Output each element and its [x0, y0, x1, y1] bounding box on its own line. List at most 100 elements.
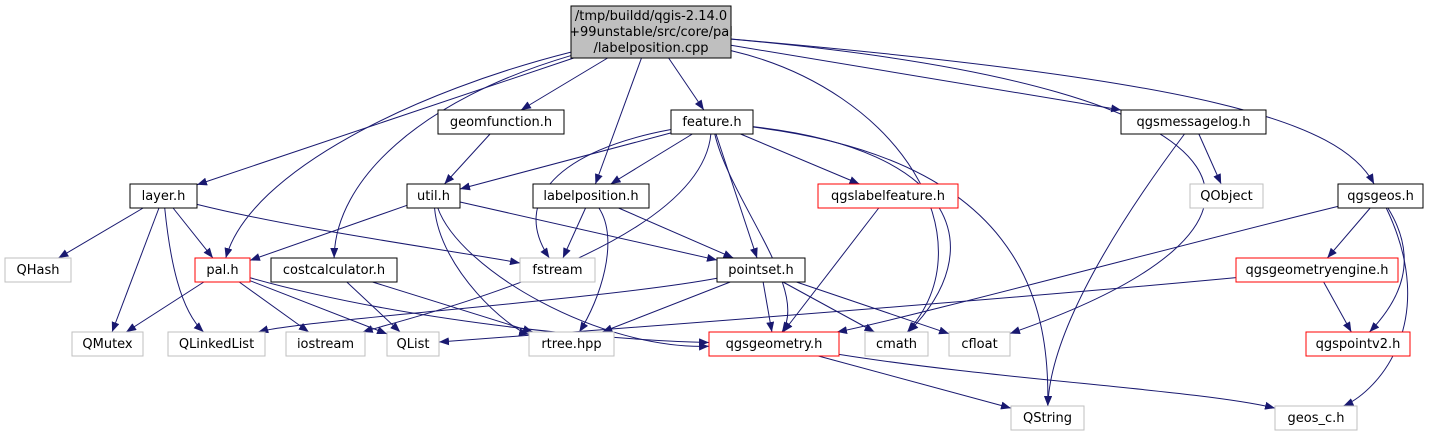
node-box-QLinkedList: [167, 331, 266, 357]
node-box-qgsgeometry_h: [708, 331, 840, 357]
node-box-labelposition_h: [532, 183, 650, 209]
edge-labelposition_cpp-to-feature_h: [668, 57, 705, 111]
node-label-QMutex: QMutex: [82, 337, 133, 352]
edge-labelposition_cpp-to-cfloat: [730, 38, 1206, 334]
edge-pal_h-to-qgsgeometry_h: [249, 277, 710, 347]
node-box-QList: [386, 331, 440, 357]
edge-qgsgeos_h-to-qgsgeometryengine_h: [1326, 207, 1371, 259]
edge-feature_h-to-labelposition_h: [610, 133, 693, 185]
edge-qgsgeometry_h-to-QString: [818, 355, 1012, 410]
node-QLinkedList[interactable]: QLinkedList: [167, 331, 266, 357]
edge-feature_h-to-qgsgeometry_h: [714, 133, 791, 333]
edge-labelposition_cpp-to-geomfunction_h: [520, 57, 608, 111]
node-util_h[interactable]: util.h: [406, 183, 461, 209]
node-QHash[interactable]: QHash: [4, 257, 72, 283]
node-qgsmessagelog_h[interactable]: qgsmessagelog.h: [1120, 109, 1267, 135]
node-box-qgspointv2_h: [1305, 331, 1411, 357]
node-label-pal_h: pal.h: [206, 263, 238, 278]
edge-labelposition_cpp-to-labelposition_h: [594, 57, 642, 185]
nodes-layer: /tmp/buildd/qgis-2.14.0+99unstable/src/c…: [4, 5, 1424, 431]
node-layer_h[interactable]: layer.h: [129, 183, 198, 209]
edge-qgsgeometryengine_h-to-qgspointv2_h: [1323, 281, 1352, 333]
node-box-QString: [1010, 405, 1085, 431]
node-box-fstream: [519, 257, 596, 283]
node-box-rtree_hpp: [528, 331, 615, 357]
node-labelposition_h[interactable]: labelposition.h: [532, 183, 650, 209]
node-rtree_hpp[interactable]: rtree.hpp: [528, 331, 615, 357]
node-QList[interactable]: QList: [386, 331, 440, 357]
edge-labelposition_cpp-to-layer_h: [196, 57, 574, 186]
node-box-costcalculator_h: [270, 257, 398, 283]
node-box-util_h: [406, 183, 461, 209]
node-label-qgslabelfeature_h: qgslabelfeature.h: [831, 189, 945, 204]
node-box-qgsgeometryengine_h: [1235, 257, 1399, 283]
node-label-cmath: cmath: [876, 337, 917, 352]
edge-labelposition_cpp-to-qgsgeos_h: [730, 38, 1375, 185]
node-geomfunction_h[interactable]: geomfunction.h: [437, 109, 565, 135]
node-label-QLinkedList: QLinkedList: [179, 337, 254, 352]
node-box-geomfunction_h: [437, 109, 565, 135]
node-box-qgsmessagelog_h: [1120, 109, 1267, 135]
edge-qgsgeometry_h-to-geos_c_h: [838, 353, 1276, 410]
node-cfloat[interactable]: cfloat: [948, 331, 1011, 357]
edges-layer: [58, 38, 1409, 410]
edge-layer_h-to-fstream: [196, 203, 521, 266]
edge-layer_h-to-pal_h: [172, 207, 214, 259]
node-qgsgeos_h[interactable]: qgsgeos.h: [1337, 183, 1424, 209]
edge-labelposition_h-to-rtree_hpp: [578, 207, 609, 333]
node-label-labelposition_h: labelposition.h: [543, 189, 638, 204]
node-label-geomfunction_h: geomfunction.h: [450, 115, 552, 130]
edge-pointset_h-to-QLinkedList: [258, 277, 718, 334]
edge-pointset_h-to-cfloat: [796, 281, 950, 335]
node-label-QHash: QHash: [17, 263, 60, 278]
node-costcalculator_h[interactable]: costcalculator.h: [270, 257, 398, 283]
edge-pal_h-to-QMutex: [125, 281, 205, 333]
node-labelposition_cpp[interactable]: /tmp/buildd/qgis-2.14.0+99unstable/src/c…: [569, 5, 733, 59]
edge-labelposition_h-to-pointset_h: [618, 207, 734, 259]
node-label-labelposition_cpp: +99unstable/src/core/pal: [569, 25, 733, 40]
node-box-layer_h: [129, 183, 198, 209]
node-feature_h[interactable]: feature.h: [670, 109, 754, 135]
node-qgslabelfeature_h[interactable]: qgslabelfeature.h: [817, 183, 959, 209]
edge-pointset_h-to-rtree_hpp: [602, 281, 731, 333]
node-label-qgsgeometryengine_h: qgsgeometryengine.h: [1246, 263, 1389, 278]
edge-feature_h-to-util_h: [459, 132, 672, 191]
node-iostream[interactable]: iostream: [285, 331, 366, 357]
node-geos_c_h[interactable]: geos_c.h: [1274, 405, 1358, 431]
node-QMutex[interactable]: QMutex: [71, 331, 144, 357]
node-box-QObject: [1189, 183, 1264, 209]
node-label-qgspointv2_h: qgspointv2.h: [1316, 337, 1401, 352]
node-cmath[interactable]: cmath: [864, 331, 929, 357]
node-qgspointv2_h[interactable]: qgspointv2.h: [1305, 331, 1411, 357]
node-QObject[interactable]: QObject: [1189, 183, 1264, 209]
edge-util_h-to-pointset_h: [459, 201, 718, 262]
edge-qgsgeometryengine_h-to-QList: [438, 277, 1237, 346]
edge-qgslabelfeature_h-to-qgsgeometry_h: [782, 207, 880, 333]
node-qgsgeometryengine_h[interactable]: qgsgeometryengine.h: [1235, 257, 1399, 283]
edge-labelposition_cpp-to-qgsmessagelog_h: [730, 44, 1122, 113]
edge-qgsmessagelog_h-to-QString: [1044, 133, 1185, 407]
node-QString[interactable]: QString: [1010, 405, 1085, 431]
edge-layer_h-to-QMutex: [111, 207, 160, 333]
node-box-pointset_h: [716, 257, 806, 283]
node-qgsgeometry_h[interactable]: qgsgeometry.h: [708, 331, 840, 357]
node-pointset_h[interactable]: pointset.h: [716, 257, 806, 283]
edge-qgsgeos_h-to-qgsgeometry_h: [836, 205, 1339, 335]
edge-feature_h-to-iostream: [362, 133, 712, 333]
node-pal_h[interactable]: pal.h: [194, 257, 251, 283]
edge-qgsgeos_h-to-qgspointv2_h: [1369, 207, 1405, 333]
node-label-rtree_hpp: rtree.hpp: [541, 337, 601, 352]
node-fstream[interactable]: fstream: [519, 257, 596, 283]
edge-layer_h-to-QHash: [58, 207, 144, 259]
edge-labelposition_cpp-to-pal_h: [224, 51, 572, 259]
edge-pointset_h-to-qgsgeometry_h: [762, 281, 775, 333]
edge-costcalculator_h-to-rtree_hpp: [372, 281, 534, 333]
node-label-layer_h: layer.h: [142, 189, 186, 204]
node-label-QObject: QObject: [1200, 189, 1253, 204]
edge-pointset_h-to-cmath: [782, 281, 875, 333]
edge-labelposition_h-to-fstream: [562, 207, 587, 259]
node-label-feature_h: feature.h: [682, 115, 741, 130]
edge-util_h-to-qgsgeometry_h: [437, 207, 710, 351]
edge-util_h-to-rtree_hpp: [434, 207, 530, 336]
